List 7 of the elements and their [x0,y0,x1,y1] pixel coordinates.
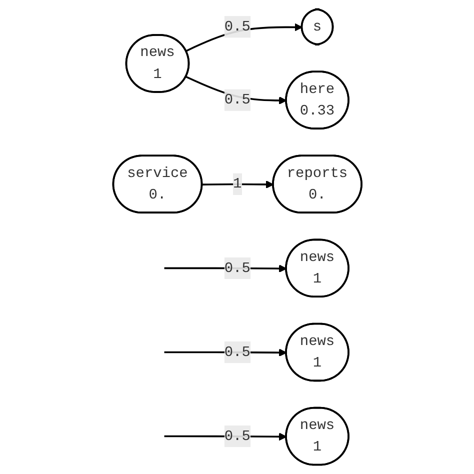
edge-label: 1 [232,176,242,192]
edge-label: 0.5 [224,92,250,108]
edge-label: 0.5 [224,428,250,444]
edge-label: 0.5 [224,344,250,360]
edge-label: 0.5 [224,18,250,35]
arrow [202,180,274,188]
edge-label: 0.5 [224,260,250,276]
